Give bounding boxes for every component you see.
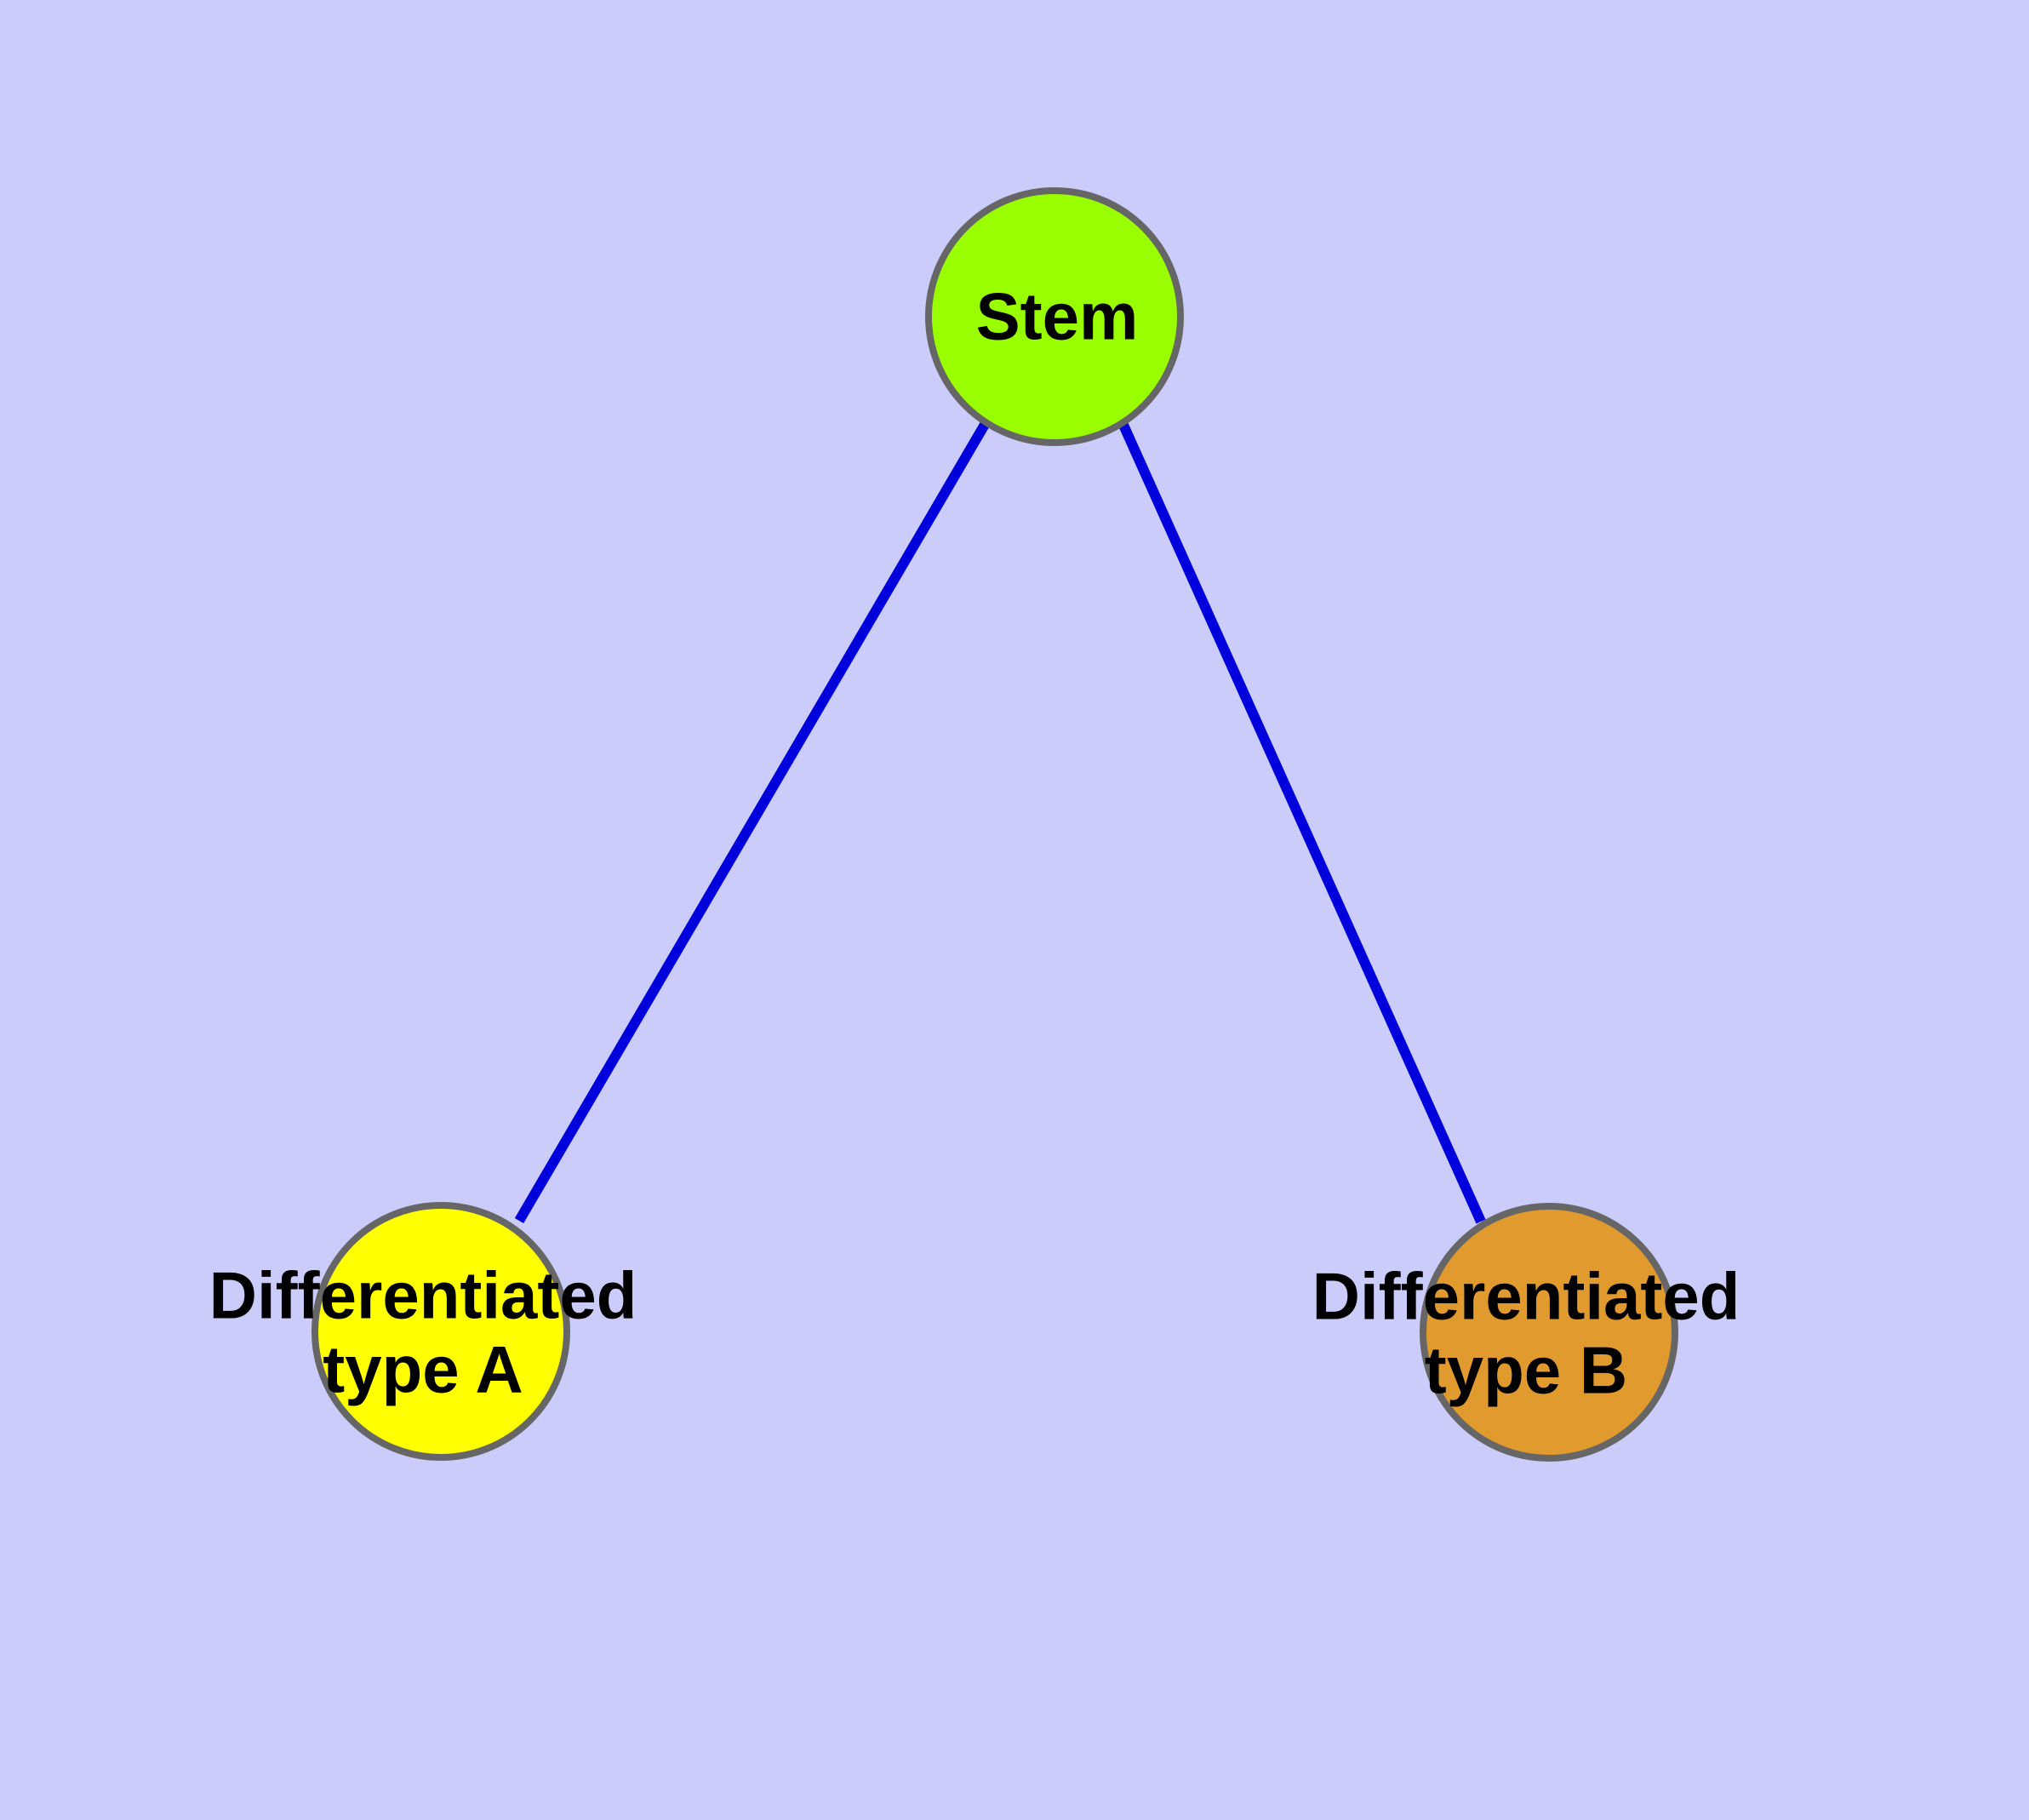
graph-node-stem[interactable]	[925, 187, 1184, 446]
graph-node-diff-b[interactable]	[1420, 1203, 1678, 1462]
nodes-layer	[311, 187, 1678, 1462]
edges-layer	[514, 420, 1486, 1224]
graph-edge-stem-to-diff-a[interactable]	[514, 420, 991, 1224]
graph-node-diff-a[interactable]	[311, 1202, 570, 1461]
graph-edge-stem-to-diff-b[interactable]	[1117, 421, 1486, 1224]
